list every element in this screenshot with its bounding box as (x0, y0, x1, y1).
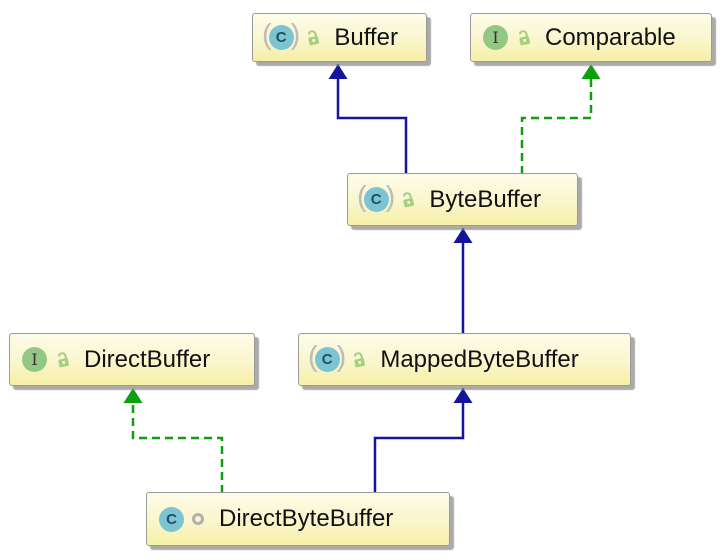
interface-icon-wrap: I (22, 347, 47, 372)
class-icon: C (314, 347, 340, 372)
public-visibility-icon (308, 29, 320, 45)
node-label: MappedByteBuffer (380, 345, 579, 373)
node-directbuffer[interactable]: I DirectBuffer (9, 333, 255, 386)
abstract-marker-right: ) (290, 19, 301, 51)
extends-arrowhead (453, 228, 473, 243)
edge-bytebuffer-extends-buffer (336, 64, 408, 174)
node-bytebuffer[interactable]: ( C ) ByteBuffer (347, 173, 578, 226)
node-label: Buffer (334, 23, 398, 51)
public-visibility-icon (354, 351, 366, 367)
abstract-class-icon: ( C ) (357, 181, 395, 213)
abstract-marker-right: ) (336, 341, 347, 373)
edge-directbytebuffer-implements-directbuffer (131, 388, 224, 493)
package-local-visibility-icon (192, 513, 204, 525)
node-comparable[interactable]: I Comparable (470, 13, 712, 62)
edge-directbytebuffer-extends-mappedbytebuffer (373, 388, 465, 493)
abstract-marker-left: ( (308, 341, 318, 373)
extends-arrowhead (328, 64, 348, 79)
node-directbytebuffer[interactable]: C DirectByteBuffer (146, 492, 450, 546)
abstract-marker-left: ( (262, 19, 272, 51)
class-icon-wrap: C (159, 506, 184, 532)
public-visibility-icon (57, 351, 70, 367)
node-label: DirectByteBuffer (219, 505, 394, 532)
public-visibility-icon (403, 191, 415, 207)
class-icon: C (268, 25, 294, 50)
abstract-marker-left: ( (357, 181, 367, 213)
interface-icon: I (22, 347, 47, 372)
abstract-class-icon: ( C ) (308, 341, 346, 373)
implements-arrowhead (581, 64, 601, 79)
class-icon: C (159, 506, 184, 532)
node-label: ByteBuffer (429, 185, 541, 213)
interface-icon: I (483, 25, 508, 50)
interface-icon-wrap: I (483, 25, 508, 50)
extends-arrowhead (453, 388, 473, 403)
implements-arrowhead (123, 388, 143, 403)
abstract-class-icon: ( C ) (262, 19, 300, 51)
public-visibility-icon (518, 29, 531, 45)
class-icon: C (363, 187, 389, 212)
edge-bytebuffer-implements-comparable (520, 64, 593, 174)
node-label: DirectBuffer (84, 345, 211, 373)
node-label: Comparable (545, 23, 676, 51)
node-mappedbytebuffer[interactable]: ( C ) MappedByteBuffer (298, 333, 631, 386)
node-buffer[interactable]: ( C ) Buffer (252, 13, 427, 62)
abstract-marker-right: ) (385, 181, 396, 213)
